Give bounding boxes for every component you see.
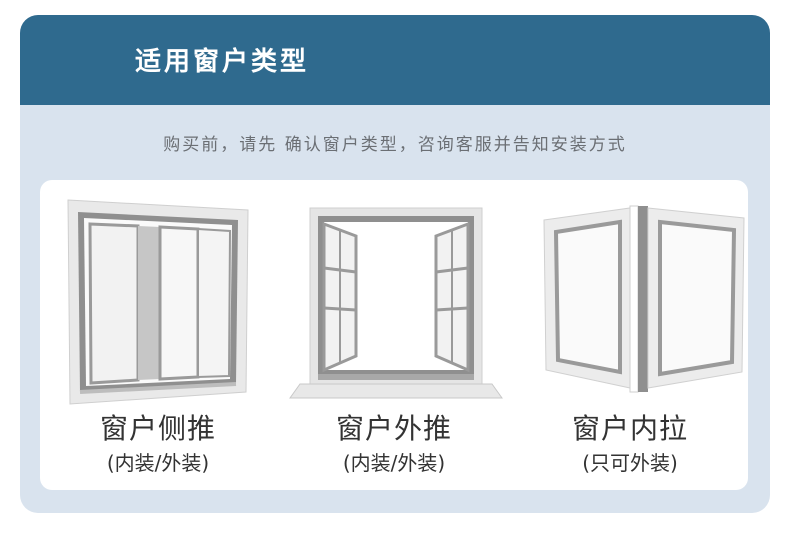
intro-text: 购买前，请先 确认窗户类型，咨询客服并告知安装方式 <box>163 135 627 155</box>
header-title: 适用窗户类型 <box>135 47 310 77</box>
window-type-title: 窗户外推 <box>335 412 452 445</box>
window-type-subtitle: (内装/外装) <box>106 451 210 475</box>
window-type-sliding: 窗户侧推 (内装/外装) <box>40 180 276 490</box>
window-type-outward: 窗户外推 (内装/外装) <box>276 180 512 490</box>
window-type-subtitle: (内装/外装) <box>342 451 446 475</box>
inward-casement-window-icon <box>543 205 745 393</box>
window-types-card: 适用窗户类型 购买前，请先 确认窗户类型，咨询客服并告知安装方式 窗户侧推 <box>20 15 770 513</box>
window-type-title: 窗户侧推 <box>99 412 216 445</box>
window-type-title: 窗户内拉 <box>571 412 688 445</box>
header-bar: 适用窗户类型 <box>20 15 770 105</box>
window-type-subtitle: (只可外装) <box>582 451 678 475</box>
window-types-panel: 窗户侧推 (内装/外装) <box>40 180 748 490</box>
window-type-inward: 窗户内拉 (只可外装) <box>512 180 748 490</box>
outward-casement-window-icon <box>289 207 503 399</box>
sliding-window-icon <box>67 199 249 405</box>
